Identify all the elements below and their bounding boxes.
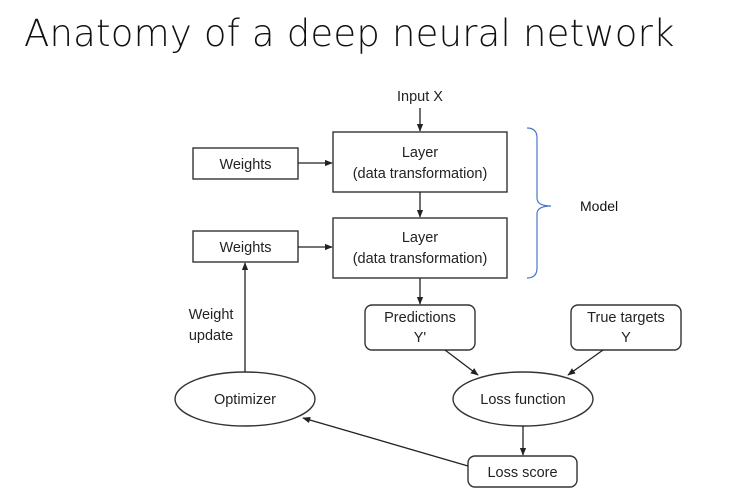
arrow-score-to-optimizer (302, 416, 469, 467)
input-label: Input X (397, 89, 443, 105)
model-bracket (526, 127, 552, 279)
slide-title: Anatomy of a deep neural network (24, 12, 675, 55)
layer-2-box: Layer (data transformation) (332, 217, 508, 279)
loss-score-box: Loss score (467, 455, 578, 488)
weight-update-line1: Weight (189, 307, 234, 323)
weight-update-line2: update (189, 328, 233, 344)
loss-function-label: Loss function (480, 392, 565, 408)
layer-1-box: Layer (data transformation) (332, 131, 508, 193)
weights-1-label: Weights (219, 157, 271, 173)
layer-2-title: Layer (402, 230, 438, 246)
layer-2-subtitle: (data transformation) (353, 251, 488, 267)
true-targets-title: True targets (587, 310, 665, 326)
optimizer-ellipse: Optimizer (174, 371, 316, 427)
weights-1-box: Weights (192, 147, 299, 180)
predictions-symbol: Y' (414, 330, 427, 346)
predictions-title: Predictions (384, 310, 456, 326)
true-targets-box: True targets Y (570, 304, 682, 351)
predictions-box: Predictions Y' (364, 304, 476, 351)
loss-score-label: Loss score (487, 465, 557, 481)
arrow-targets-to-loss (567, 349, 604, 376)
arrow-predictions-to-loss (444, 349, 479, 376)
layer-1-title: Layer (402, 145, 438, 161)
optimizer-label: Optimizer (214, 392, 276, 408)
model-label: Model (580, 198, 618, 214)
layer-1-subtitle: (data transformation) (353, 166, 488, 182)
loss-function-ellipse: Loss function (452, 371, 594, 427)
weights-2-label: Weights (219, 240, 271, 256)
true-targets-symbol: Y (621, 330, 631, 346)
weights-2-box: Weights (192, 230, 299, 263)
